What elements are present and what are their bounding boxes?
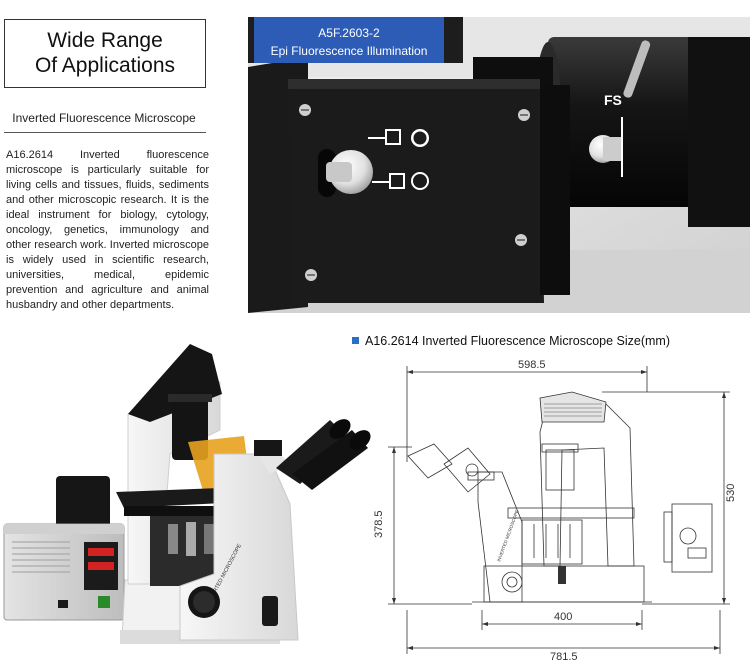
size-section-title: A16.2614 Inverted Fluorescence Microscop… (352, 334, 670, 348)
illuminator-photo: FS A5F.2603-2 Epi Fluorescence Illuminat… (248, 17, 750, 313)
hero-label-model: A5F.2603-2 (318, 26, 380, 40)
dimension-drawing: INVERTED MICROSCOPE 598.5 530 378.5 400 … (372, 352, 750, 663)
hero-label-name: Epi Fluorescence Illumination (271, 44, 428, 58)
section-title: Wide Range Of Applications (4, 19, 206, 88)
title-line-1: Wide Range (47, 29, 163, 52)
title-line-2: Of Applications (34, 54, 176, 77)
product-description: A16.2614 Inverted fluorescence microscop… (6, 149, 209, 311)
fs-label: FS (604, 92, 622, 108)
size-title-text: A16.2614 Inverted Fluorescence Microscop… (365, 334, 670, 348)
dim-height-right: 530 (725, 484, 737, 502)
bullet-square-icon (352, 337, 359, 344)
subtitle-divider (4, 132, 206, 133)
product-subtitle: Inverted Fluorescence Microscope (12, 111, 196, 125)
dim-total-width: 781.5 (550, 651, 578, 662)
microscope-photo: INVERTED MICROSCOPE (0, 334, 385, 664)
dim-base-width: 400 (554, 611, 572, 623)
dim-width-top: 598.5 (518, 359, 546, 371)
dim-height-left: 378.5 (373, 510, 385, 538)
